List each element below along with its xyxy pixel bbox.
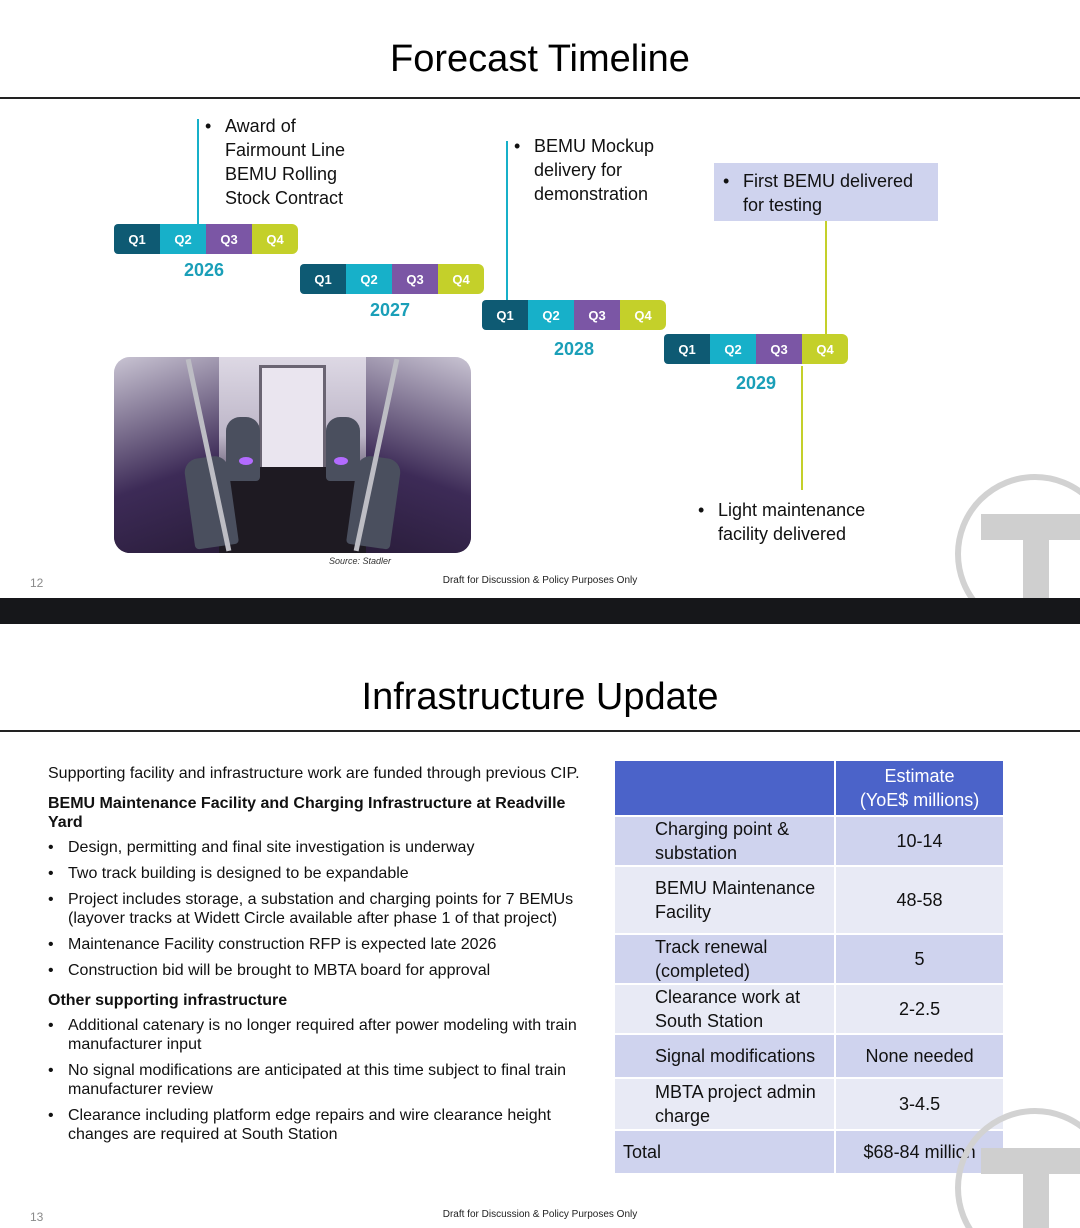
page-number: 13 <box>30 1210 44 1224</box>
quarter-q3: Q3 <box>756 334 802 364</box>
table-row: Clearance work at South Station 2-2.5 <box>612 983 1005 1035</box>
infrastructure-text: Supporting facility and infrastructure w… <box>48 764 588 1155</box>
list-item: •Two track building is designed to be ex… <box>48 865 409 882</box>
quarter-bar-2029: Q1 Q2 Q3 Q4 <box>664 334 848 364</box>
list-item: •Maintenance Facility construction RFP i… <box>48 936 497 953</box>
image-source: Source: Stadler <box>328 556 392 566</box>
list-item: •Project includes storage, a substation … <box>48 891 574 927</box>
milestone-first-bemu: • First BEMU delivered for testing <box>723 171 914 215</box>
quarter-q3: Q3 <box>206 224 252 254</box>
section-heading-other: Other supporting infrastructure <box>48 992 288 1009</box>
list-item: •Construction bid will be brought to MBT… <box>48 962 491 979</box>
quarter-bar-2028: Q1 Q2 Q3 Q4 <box>482 300 666 330</box>
quarter-q1: Q1 <box>114 224 160 254</box>
year-label-2026: 2026 <box>184 260 225 280</box>
title-rule <box>0 97 1080 99</box>
quarter-bar-2026: Q1 Q2 Q3 Q4 <box>114 224 298 254</box>
milestone-light-maintenance: • Light maintenance facility delivered <box>698 500 866 544</box>
table-header-item <box>612 759 837 817</box>
list-item: •Design, permitting and final site inves… <box>48 839 475 856</box>
section-heading-maintenance: BEMU Maintenance Facility and Charging I… <box>48 795 566 831</box>
table-total-row: Total $68-84 million <box>612 1129 1005 1175</box>
train-interior-photo <box>114 357 471 553</box>
connector-line-mockup <box>506 141 508 303</box>
slide-forecast-timeline: Forecast Timeline • Award of Fairmount L… <box>0 0 1080 598</box>
table-header-row: Estimate (YoE$ millions) <box>612 759 1005 817</box>
cost-estimate-table: Estimate (YoE$ millions) Charging point … <box>612 759 1005 1175</box>
connector-line-award <box>197 119 199 226</box>
footer-disclaimer: Draft for Discussion & Policy Purposes O… <box>442 1209 638 1220</box>
slide-separator <box>0 598 1080 624</box>
connector-line-light-maintenance <box>801 366 803 490</box>
page-number: 12 <box>30 576 44 590</box>
quarter-q2: Q2 <box>528 300 574 330</box>
table-row: Charging point & substation 10-14 <box>612 815 1005 867</box>
mbta-logo-icon <box>955 1108 1080 1228</box>
year-label-2029: 2029 <box>736 373 777 393</box>
milestone-award: • Award of Fairmount Line BEMU Rolling S… <box>205 116 346 208</box>
quarter-q4: Q4 <box>252 224 298 254</box>
milestone-mockup: • BEMU Mockup delivery for demonstration <box>514 136 655 204</box>
title-rule <box>0 730 1080 732</box>
table-row: Signal modifications None needed <box>612 1033 1005 1079</box>
footer-disclaimer: Draft for Discussion & Policy Purposes O… <box>442 575 638 586</box>
quarter-q2: Q2 <box>160 224 206 254</box>
year-label-2027: 2027 <box>370 300 411 320</box>
slide-infrastructure-update: Infrastructure Update Supporting facilit… <box>0 624 1080 1228</box>
quarter-q2: Q2 <box>710 334 756 364</box>
slide-title: Infrastructure Update <box>361 676 719 718</box>
quarter-q1: Q1 <box>300 264 346 294</box>
table-header-estimate: Estimate (YoE$ millions) <box>834 759 1005 817</box>
slide-title: Forecast Timeline <box>390 38 690 80</box>
other-bullet-list: •Additional catenary is no longer requir… <box>48 1016 588 1144</box>
quarter-q2: Q2 <box>346 264 392 294</box>
table-row: BEMU Maintenance Facility 48-58 <box>612 865 1005 935</box>
maintenance-bullet-list: •Design, permitting and final site inves… <box>48 838 588 980</box>
quarter-q3: Q3 <box>574 300 620 330</box>
quarter-q4: Q4 <box>438 264 484 294</box>
list-item: •Clearance including platform edge repai… <box>48 1107 551 1143</box>
table-row: MBTA project admin charge 3-4.5 <box>612 1077 1005 1131</box>
list-item: •No signal modifications are anticipated… <box>48 1062 567 1098</box>
connector-line-first-bemu <box>825 220 827 338</box>
quarter-q3: Q3 <box>392 264 438 294</box>
quarter-q4: Q4 <box>620 300 666 330</box>
mbta-logo-icon <box>955 474 1080 598</box>
quarter-q1: Q1 <box>482 300 528 330</box>
intro-paragraph: Supporting facility and infrastructure w… <box>48 765 580 782</box>
milestone-box-first-bemu <box>714 163 938 221</box>
list-item: •Additional catenary is no longer requir… <box>48 1017 577 1053</box>
quarter-q4: Q4 <box>802 334 848 364</box>
quarter-bar-2027: Q1 Q2 Q3 Q4 <box>300 264 484 294</box>
table-row: Track renewal (completed) 5 <box>612 933 1005 985</box>
year-label-2028: 2028 <box>554 339 595 359</box>
quarter-q1: Q1 <box>664 334 710 364</box>
